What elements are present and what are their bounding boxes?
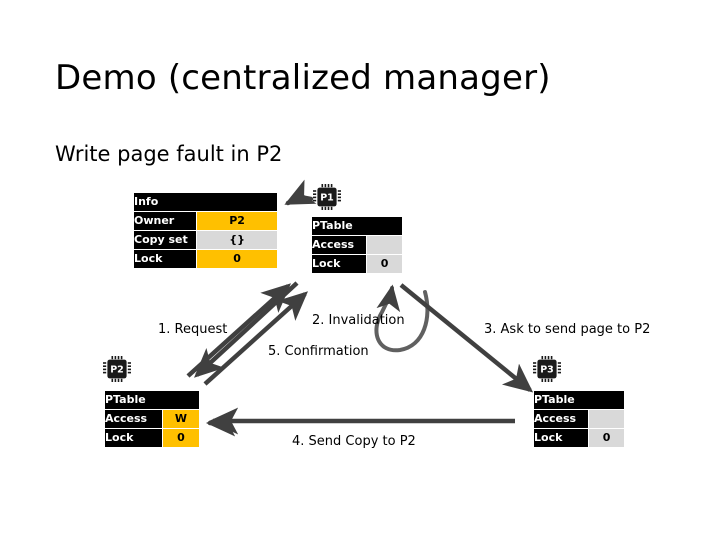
manager-row-lock-label: Lock <box>132 249 198 269</box>
arrow-p1-to-manager <box>284 179 317 206</box>
chip-label-p2: P2 <box>110 365 124 376</box>
table-row: Owner P2 <box>132 211 278 231</box>
step-label-1-request: 1. Request <box>158 322 228 337</box>
p3-row-access-label: Access <box>532 409 590 429</box>
manager-row-lock-value: 0 <box>196 249 278 269</box>
p1-ptable[interactable]: PTable Access Lock 0 <box>310 216 403 274</box>
step-label-3-ask-send-page: 3. Ask to send page to P2 <box>484 322 651 337</box>
p1-ptable-header: PTable <box>311 216 403 236</box>
cpu-chip-icon-p3: P3 <box>533 356 563 382</box>
manager-row-owner-label: Owner <box>132 211 198 231</box>
p1-row-access-value <box>366 235 403 255</box>
p2-row-access-label: Access <box>104 409 163 429</box>
p1-row-lock-value: 0 <box>366 254 403 274</box>
table-row: PTable <box>533 390 625 410</box>
table-row: Copy set {} <box>132 230 278 250</box>
p2-ptable[interactable]: PTable Access W Lock 0 <box>104 390 201 448</box>
manager-row-copyset-label: Copy set <box>132 230 198 250</box>
step-label-4-send-copy: 4. Send Copy to P2 <box>292 434 416 449</box>
arrow-step5-confirmation <box>203 291 309 386</box>
p3-row-lock-label: Lock <box>532 428 590 448</box>
p1-row-lock-label: Lock <box>310 254 368 274</box>
p3-ptable-header: PTable <box>533 390 625 410</box>
arrow-step3-ask-send-page <box>399 283 534 393</box>
table-row: PTable <box>311 216 403 236</box>
cpu-chip-icon-p2: P2 <box>103 356 133 382</box>
p3-row-lock-value: 0 <box>588 428 625 448</box>
manager-info-header: Info <box>133 192 278 212</box>
p2-row-lock-label: Lock <box>104 428 163 448</box>
table-row: Info <box>133 192 278 212</box>
manager-info-table[interactable]: Info Owner P2 Copy set {} Lock 0 <box>132 192 278 269</box>
table-row: Lock 0 <box>104 428 201 448</box>
chip-label-p3: P3 <box>540 365 554 376</box>
p3-row-access-value <box>588 409 625 429</box>
step-label-2-invalidation: 2. Invalidation <box>312 313 405 328</box>
manager-row-copyset-value: {} <box>196 230 278 250</box>
p1-row-access-label: Access <box>310 235 368 255</box>
p3-ptable[interactable]: PTable Access Lock 0 <box>532 390 625 448</box>
table-row: Lock 0 <box>132 249 278 269</box>
table-row: PTable <box>104 390 200 410</box>
p2-row-access-value: W <box>161 409 201 429</box>
manager-row-owner-value: P2 <box>196 211 278 231</box>
chip-label-p1: P1 <box>320 193 334 204</box>
table-row: Access W <box>104 409 201 429</box>
table-row: Lock 0 <box>310 254 403 274</box>
table-row: Access <box>310 235 403 255</box>
step-label-5-confirmation: 5. Confirmation <box>268 344 369 359</box>
page-subtitle: Write page fault in P2 <box>55 142 283 166</box>
p2-ptable-header: PTable <box>104 390 200 410</box>
cpu-chip-icon-p1: P1 <box>313 184 343 210</box>
table-row: Lock 0 <box>532 428 625 448</box>
table-row: Access <box>532 409 625 429</box>
p2-row-lock-value: 0 <box>161 428 201 448</box>
page-title: Demo (centralized manager) <box>55 58 551 98</box>
